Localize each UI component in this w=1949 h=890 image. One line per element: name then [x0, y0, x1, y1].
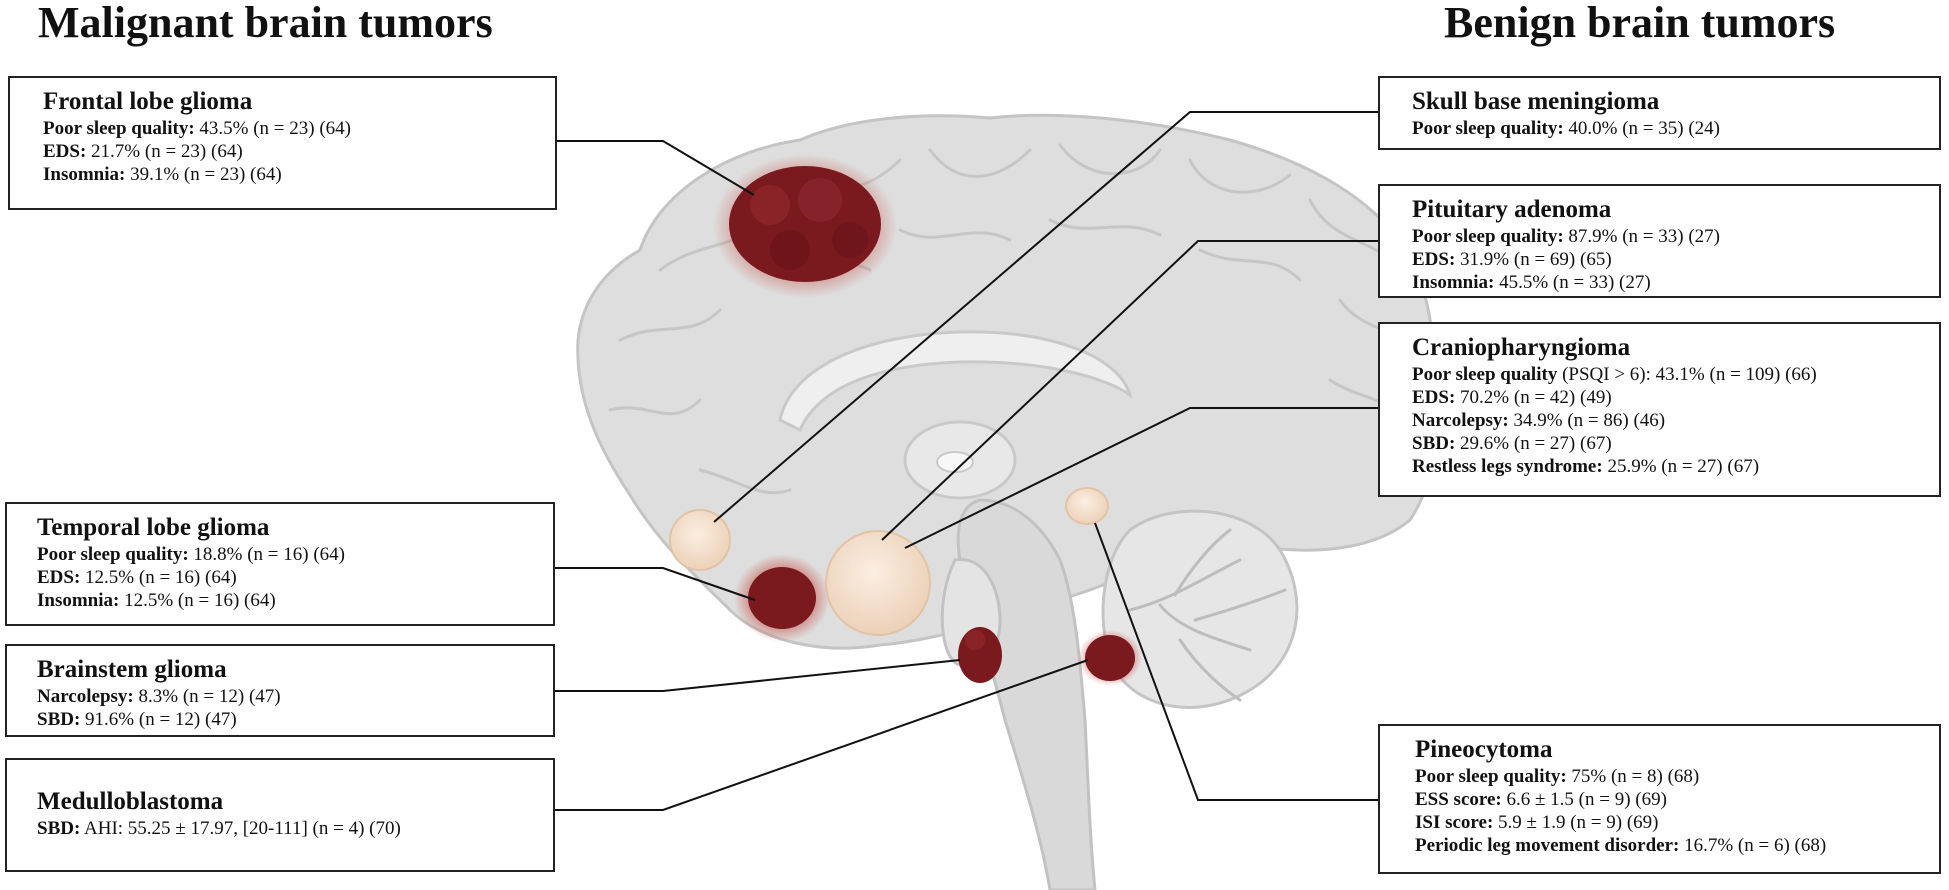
stat-row: EDS: 70.2% (n = 42) (49) — [1412, 387, 1612, 408]
stat-row: EDS: 21.7% (n = 23) (64) — [43, 141, 243, 162]
leader-brainstem — [555, 659, 961, 692]
pituitary-adenoma-box: Pituitary adenoma Poor sleep quality: 87… — [1378, 184, 1941, 298]
skull-base-meningioma-box: Skull base meningioma Poor sleep quality… — [1378, 76, 1941, 150]
stat-row: SBD: 91.6% (n = 12) (47) — [37, 709, 237, 730]
box-title: Frontal lobe glioma — [43, 88, 253, 115]
stat-row: SBD: 29.6% (n = 27) (67) — [1412, 433, 1612, 454]
pineocytoma-box: Pineocytoma Poor sleep quality: 75% (n =… — [1378, 724, 1941, 874]
box-title: Temporal lobe glioma — [37, 514, 270, 541]
stat-row: Insomnia: 39.1% (n = 23) (64) — [43, 164, 282, 185]
craniopharyngioma-box: Craniopharyngioma Poor sleep quality (PS… — [1378, 322, 1941, 497]
stat-row: Insomnia: 45.5% (n = 33) (27) — [1412, 272, 1651, 293]
leader-craniopharyngioma — [904, 407, 1378, 549]
stat-row: ISI score: 5.9 ± 1.9 (n = 9) (69) — [1415, 812, 1659, 833]
leader-lines — [555, 111, 1378, 811]
stat-row: Poor sleep quality (PSQI > 6): 43.1% (n … — [1412, 364, 1817, 385]
leader-medulloblastoma — [555, 659, 1089, 811]
stat-row: EDS: 12.5% (n = 16) (64) — [37, 567, 237, 588]
malignant-heading: Malignant brain tumors — [38, 0, 493, 47]
brainstem-glioma-tumor — [958, 627, 1002, 683]
leader-pineocytoma — [1094, 522, 1378, 801]
frontal-lobe-glioma-tumor — [713, 154, 897, 298]
skull-base-meningioma-tumor — [669, 509, 731, 571]
box-title: Craniopharyngioma — [1412, 334, 1631, 361]
leader-temporal — [555, 567, 756, 601]
benign-heading: Benign brain tumors — [1444, 0, 1836, 47]
box-title: Skull base meningioma — [1412, 88, 1660, 115]
stat-row: Poor sleep quality: 40.0% (n = 35) (24) — [1412, 118, 1721, 139]
box-title: Pineocytoma — [1415, 736, 1553, 763]
craniopharyngioma-tumor — [825, 530, 931, 636]
stat-row: ESS score: 6.6 ± 1.5 (n = 9) (69) — [1415, 789, 1667, 810]
stat-row: Insomnia: 12.5% (n = 16) (64) — [37, 590, 276, 611]
stat-row: Poor sleep quality: 87.9% (n = 33) (27) — [1412, 226, 1721, 247]
leader-pituitary — [881, 240, 1378, 541]
ventricle-hole — [936, 451, 974, 473]
stat-row: Narcolepsy: 34.9% (n = 86) (46) — [1412, 410, 1666, 431]
frontal-lobe-glioma-box: Frontal lobe glioma Poor sleep quality: … — [8, 76, 557, 210]
stat-row: SBD: AHI: 55.25 ± 17.97, [20-111] (n = 4… — [37, 818, 401, 839]
temporal-lobe-glioma-box: Temporal lobe glioma Poor sleep quality:… — [5, 502, 555, 626]
box-title: Medulloblastoma — [37, 788, 224, 815]
stat-row: Poor sleep quality: 18.8% (n = 16) (64) — [37, 544, 346, 565]
box-title: Pituitary adenoma — [1412, 196, 1612, 223]
corpus-callosum — [778, 330, 1133, 433]
stat-row: Periodic leg movement disorder: 16.7% (n… — [1415, 835, 1827, 856]
leader-frontal — [557, 140, 755, 196]
stat-row: Poor sleep quality: 75% (n = 8) (68) — [1415, 766, 1700, 787]
arbor-vitae — [1128, 528, 1287, 702]
leader-meningioma — [713, 111, 1378, 523]
stat-row: Restless legs syndrome: 25.9% (n = 27) (… — [1412, 456, 1760, 477]
pineocytoma-tumor — [1065, 487, 1109, 525]
box-title: Brainstem glioma — [37, 656, 227, 683]
temporal-lobe-glioma-tumor — [734, 554, 830, 642]
stat-row: Poor sleep quality: 43.5% (n = 23) (64) — [43, 118, 352, 139]
stat-row: Narcolepsy: 8.3% (n = 12) (47) — [37, 686, 281, 707]
stat-row: EDS: 31.9% (n = 69) (65) — [1412, 249, 1612, 270]
brainstem-glioma-box: Brainstem glioma Narcolepsy: 8.3% (n = 1… — [5, 644, 555, 737]
medulloblastoma-tumor — [1078, 630, 1142, 686]
medulloblastoma-box: Medulloblastoma SBD: AHI: 55.25 ± 17.97,… — [5, 758, 555, 872]
